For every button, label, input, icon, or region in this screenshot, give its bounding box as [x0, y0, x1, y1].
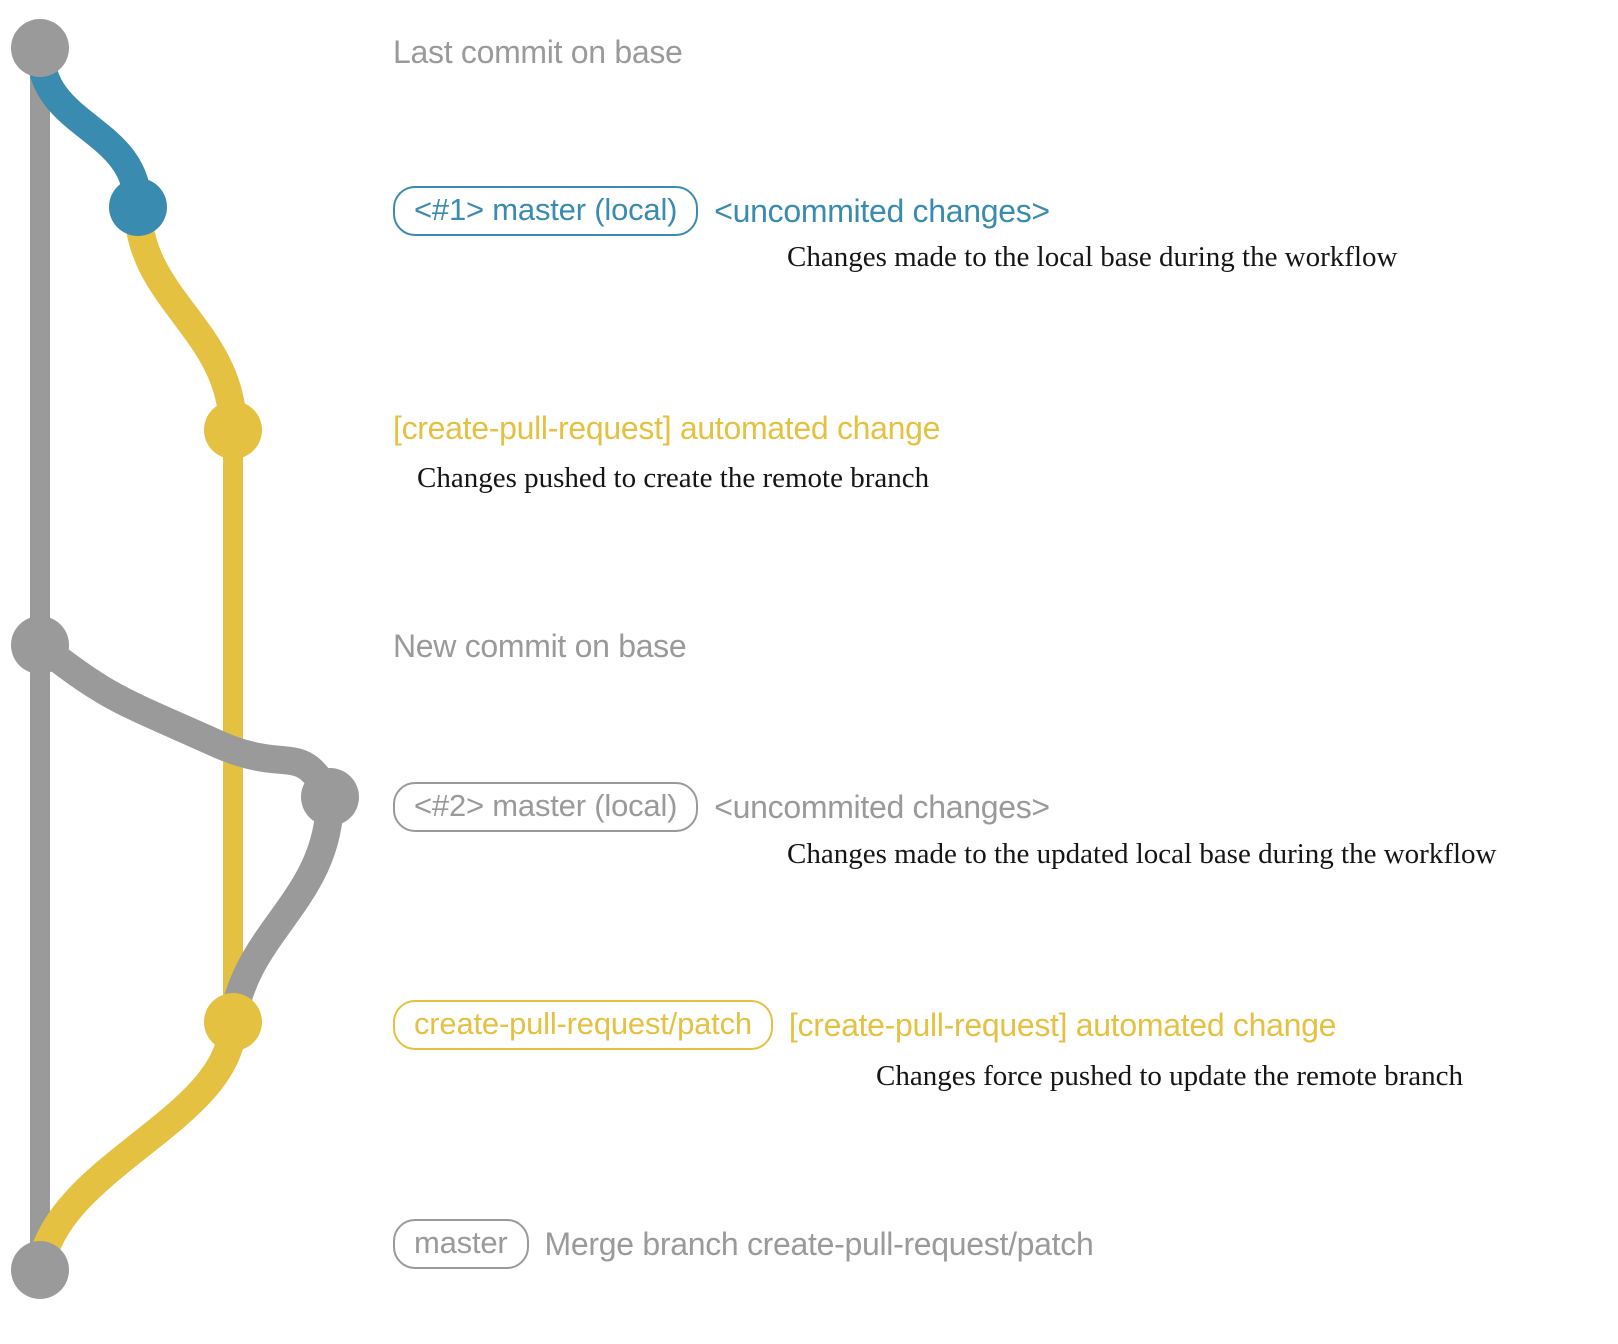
ref-badge-create-pull-request-patch[interactable]: create-pull-request/patch — [393, 1000, 773, 1050]
commit-note-local-1: Changes made to the local base during th… — [787, 241, 1398, 273]
ref-badge-master-local-2[interactable]: <#2> master (local) — [393, 782, 699, 832]
commit-note-patch: Changes force pushed to update the remot… — [876, 1060, 1464, 1092]
commit-row-new-commit[interactable]: New commit on base — [393, 628, 687, 664]
commit-subject: Merge branch create-pull-request/patch — [544, 1226, 1094, 1262]
commit-row-local-1[interactable]: <#1> master (local) <uncommited changes> — [393, 186, 1050, 236]
commit-row-last-commit[interactable]: Last commit on base — [393, 36, 683, 68]
ref-badge-master-local-1[interactable]: <#1> master (local) — [393, 186, 699, 236]
commit-subject: <uncommited changes> — [714, 193, 1050, 229]
commit-note-local-2: Changes made to the updated local base d… — [787, 838, 1497, 870]
ref-badge-master[interactable]: master — [393, 1219, 529, 1269]
commit-row-automated-1[interactable]: [create-pull-request] automated change — [393, 412, 940, 444]
commit-subject: [create-pull-request] automated change — [393, 410, 941, 446]
commit-row-local-2[interactable]: <#2> master (local) <uncommited changes> — [393, 782, 1050, 832]
commit-row-patch[interactable]: create-pull-request/patch [create-pull-r… — [393, 1000, 1336, 1050]
commit-subject: New commit on base — [393, 628, 687, 664]
commit-row-master[interactable]: master Merge branch create-pull-request/… — [393, 1219, 1094, 1269]
commit-subject: [create-pull-request] automated change — [788, 1007, 1337, 1043]
commit-subject: <uncommited changes> — [714, 789, 1050, 825]
commit-note-automated-1: Changes pushed to create the remote bran… — [417, 462, 930, 494]
commit-subject: Last commit on base — [393, 34, 683, 70]
